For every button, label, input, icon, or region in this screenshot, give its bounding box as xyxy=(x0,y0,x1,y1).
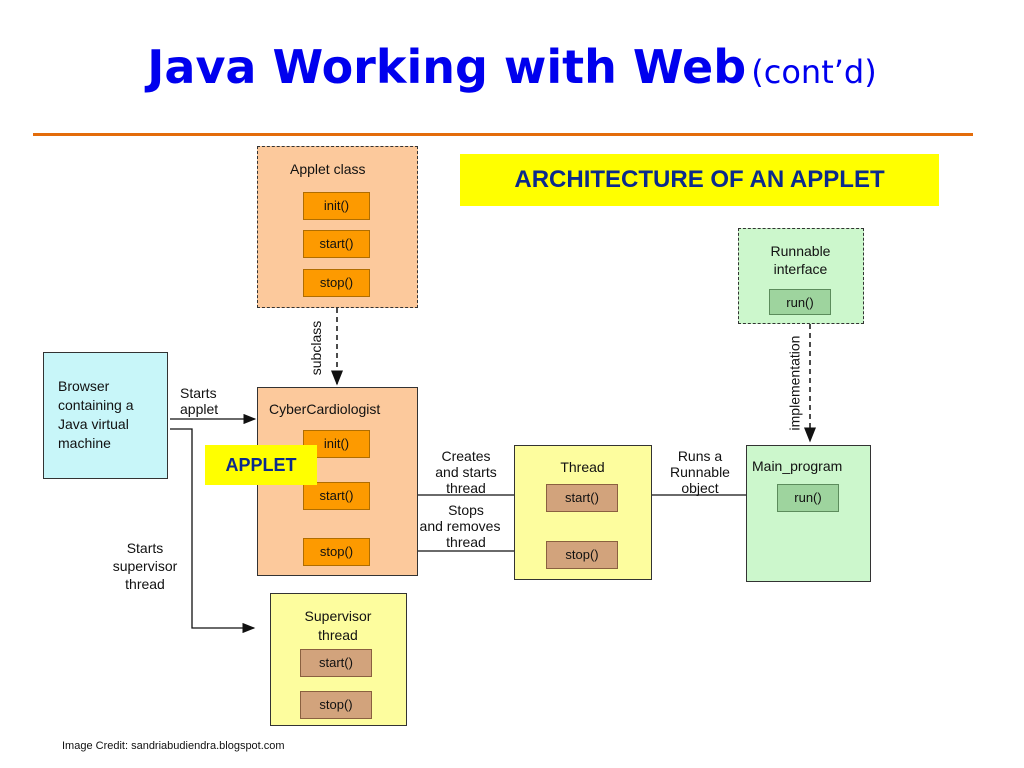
runs-label-2: Runnable xyxy=(670,464,730,480)
browser-line4: machine xyxy=(58,435,111,451)
cyber-start-method: start() xyxy=(303,482,370,510)
supervisor-start-method: start() xyxy=(300,649,372,677)
runnable-title-line1: Runnable xyxy=(770,243,831,259)
supervisor-title-line2: thread xyxy=(318,627,358,643)
applet-class-title: Applet class xyxy=(290,161,366,177)
thread-box: Thread start() stop() xyxy=(514,445,652,580)
creates-label-2: and starts xyxy=(435,464,497,480)
implementation-label: implementation xyxy=(786,335,803,431)
supervisor-label-2: supervisor xyxy=(112,558,178,574)
architecture-callout: ARCHITECTURE OF AN APPLET xyxy=(460,154,939,206)
applet-callout: APPLET xyxy=(205,445,317,485)
stops-label-2: and removes xyxy=(419,518,501,534)
supervisor-stop-method: stop() xyxy=(300,691,372,719)
starts-applet-label-1: Starts xyxy=(180,385,217,401)
browser-line1: Browser xyxy=(58,378,110,394)
slide-title: Java Working with Web (cont’d) xyxy=(0,40,1024,94)
title-divider xyxy=(33,133,973,136)
browser-line3: Java virtual xyxy=(58,416,129,432)
browser-line2: containing a xyxy=(58,397,134,413)
cyber-init-method: init() xyxy=(303,430,370,458)
main-program-run-method: run() xyxy=(777,484,839,512)
applet-init-method: init() xyxy=(303,192,370,220)
supervisor-title-line1: Supervisor xyxy=(304,608,372,624)
runs-label-1: Runs a xyxy=(677,448,723,464)
title-sub: (cont’d) xyxy=(751,53,877,91)
browser-box: Browser containing a Java virtual machin… xyxy=(43,352,168,479)
supervisor-thread-box: Supervisor thread start() stop() xyxy=(270,593,407,726)
runnable-title-line2: interface xyxy=(773,261,828,277)
title-main: Java Working with Web xyxy=(147,40,747,94)
runnable-interface-box: Runnable interface run() xyxy=(738,228,864,324)
starts-applet-label-2: applet xyxy=(180,401,219,417)
creates-label-3: thread xyxy=(446,480,486,496)
main-program-title: Main_program xyxy=(752,458,843,474)
supervisor-label-3: thread xyxy=(125,576,165,592)
runs-label-3: object xyxy=(681,480,719,496)
applet-start-method: start() xyxy=(303,230,370,258)
starts-supervisor-arrow xyxy=(170,428,256,634)
image-credit: Image Credit: sandriabudiendra.blogspot.… xyxy=(62,740,285,752)
subclass-label: subclass xyxy=(308,320,325,376)
main-program-box: Main_program run() xyxy=(746,445,871,582)
stops-label-1: Stops xyxy=(448,502,484,518)
thread-stop-method: stop() xyxy=(546,541,618,569)
creates-label-1: Creates xyxy=(441,448,491,464)
applet-stop-method: stop() xyxy=(303,269,370,297)
stops-label-3: thread xyxy=(446,534,486,550)
thread-title: Thread xyxy=(560,459,605,475)
thread-start-method: start() xyxy=(546,484,618,512)
applet-class-box: Applet class init() start() stop() xyxy=(257,146,418,308)
runnable-run-method: run() xyxy=(769,289,831,315)
cyber-stop-method: stop() xyxy=(303,538,370,566)
supervisor-label-1: Starts xyxy=(126,540,164,556)
cybercardiologist-title: CyberCardiologist xyxy=(269,401,381,417)
